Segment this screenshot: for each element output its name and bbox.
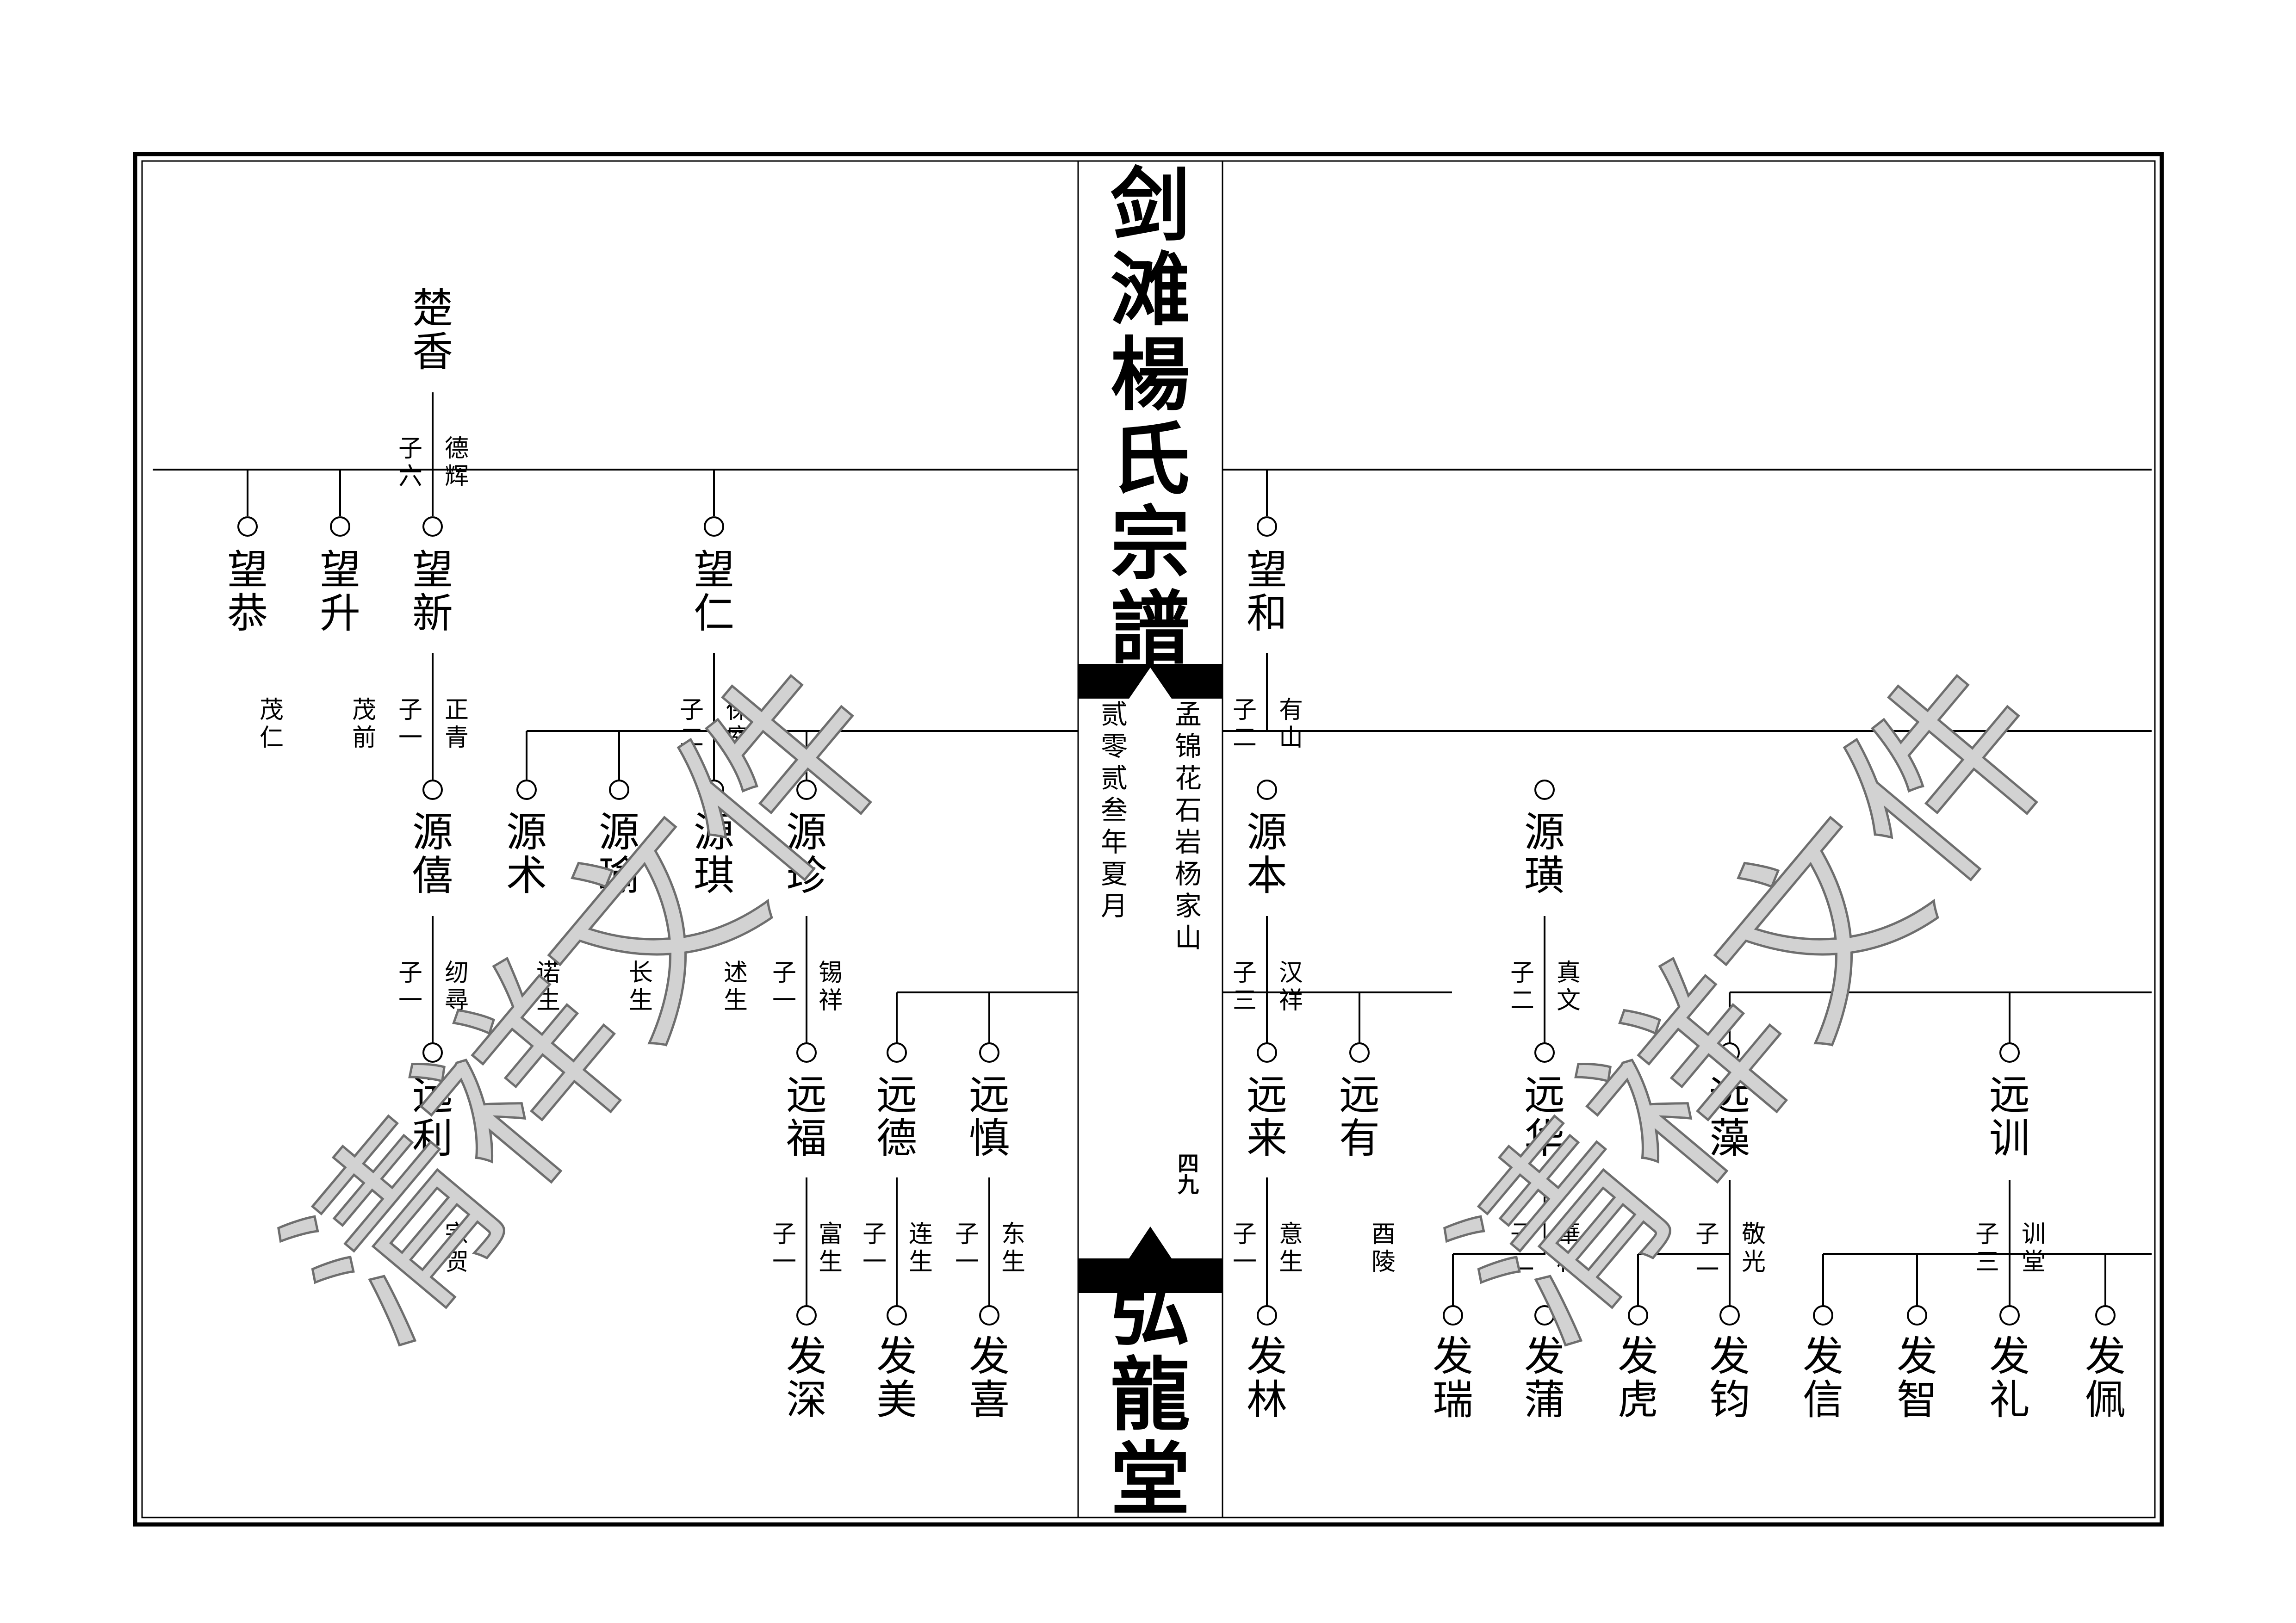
member-name: 楚香 (412, 285, 453, 376)
annotation: 子一 (772, 959, 797, 1015)
annotation: 茂前 (352, 696, 377, 752)
annotation: 子二 (1510, 1220, 1535, 1276)
member-name: 发蒲 (1524, 1332, 1565, 1424)
outer-frame (133, 152, 2164, 1527)
member-name: 望升 (319, 546, 361, 637)
annotation: 酉陵 (1371, 1220, 1396, 1276)
annotation: 汉祥 (1278, 959, 1303, 1015)
spine-imprint-place: 孟锦花石岩杨家山 (1174, 699, 1202, 954)
member-name: 发信 (1802, 1332, 1844, 1424)
annotation: 子一 (955, 1220, 980, 1276)
annotation: 子二 (1695, 1220, 1720, 1276)
spine-panel (1077, 160, 1223, 1518)
spine-title: 剑滩楊氏宗譜 (1111, 158, 1190, 675)
member-name: 源琪 (693, 808, 735, 899)
annotation: 长生 (628, 959, 653, 1015)
member-name: 远有 (1339, 1071, 1380, 1162)
member-name: 望恭 (227, 546, 268, 637)
page-number: 四九 (1178, 1151, 1199, 1197)
member-name: 发智 (1896, 1332, 1938, 1424)
annotation: 富生 (818, 1220, 843, 1276)
member-name: 远德 (876, 1071, 918, 1162)
member-name: 源本 (1246, 808, 1288, 899)
member-name: 发礼 (1989, 1332, 2030, 1424)
annotation: 子一 (398, 696, 423, 752)
annotation: 训堂 (2021, 1220, 2046, 1276)
member-name: 远藻 (1709, 1071, 1750, 1162)
member-name: 远训 (1989, 1071, 2030, 1162)
annotation: 子二 (1232, 696, 1257, 752)
annotation: 子二 (679, 696, 704, 752)
member-name: 望新 (412, 546, 453, 637)
annotation: 诺生 (536, 959, 561, 1015)
annotation: 子二 (1510, 959, 1535, 1015)
annotation: 有山 (1278, 696, 1303, 752)
annotation: 东生 (1001, 1220, 1026, 1276)
member-name: 源璜 (1524, 808, 1565, 899)
annotation: 華林 (1556, 1220, 1581, 1276)
annotation: 意生 (1278, 1220, 1303, 1276)
annotation: 保庭 (726, 696, 751, 752)
spine-upper-fishtail (1078, 664, 1222, 699)
annotation: 子六 (398, 435, 423, 490)
spine-lower-fishtail (1078, 1227, 1222, 1293)
member-name: 发林 (1246, 1332, 1288, 1424)
member-name: 发虎 (1617, 1332, 1659, 1424)
annotation: 真文 (1556, 959, 1581, 1015)
member-name: 源珍 (786, 808, 827, 899)
member-name: 望仁 (693, 546, 735, 637)
member-name: 发喜 (968, 1332, 1010, 1424)
member-name: 发钧 (1709, 1332, 1750, 1424)
annotation: 锡祥 (818, 959, 843, 1015)
annotation: 宗贺 (444, 1220, 469, 1276)
annotation: 子一 (1232, 1220, 1257, 1276)
member-name: 发美 (876, 1332, 918, 1424)
member-name: 发瑞 (1432, 1332, 1474, 1424)
annotation: 子一 (862, 1220, 887, 1276)
annotation: 纫尋 (444, 959, 469, 1015)
member-name: 源瑜 (598, 808, 640, 899)
annotation: 述生 (723, 959, 748, 1015)
member-name: 远慎 (968, 1071, 1010, 1162)
annotation: 敬光 (1741, 1220, 1766, 1276)
member-name: 远福 (786, 1071, 827, 1162)
annotation: 连生 (908, 1220, 933, 1276)
annotation: 子一 (772, 1220, 797, 1276)
member-name: 远华 (1524, 1071, 1565, 1162)
annotation: 子三 (1975, 1220, 2000, 1276)
hall-name: 弘龍堂 (1111, 1263, 1190, 1526)
annotation: 子三 (1232, 959, 1257, 1015)
member-name: 源僖 (412, 808, 453, 899)
annotation: 茂仁 (259, 696, 284, 752)
member-name: 发深 (786, 1332, 827, 1424)
member-name: 源术 (506, 808, 547, 899)
annotation: 正青 (444, 696, 469, 752)
annotation: 子一 (398, 959, 423, 1015)
member-name: 远来 (1246, 1071, 1288, 1162)
member-name: 远利 (412, 1071, 453, 1162)
member-name: 望和 (1246, 546, 1288, 637)
annotation: 德辉 (444, 435, 469, 490)
member-name: 发佩 (2085, 1332, 2126, 1424)
spine-imprint-date: 贰零贰叁年夏月 (1100, 699, 1128, 922)
